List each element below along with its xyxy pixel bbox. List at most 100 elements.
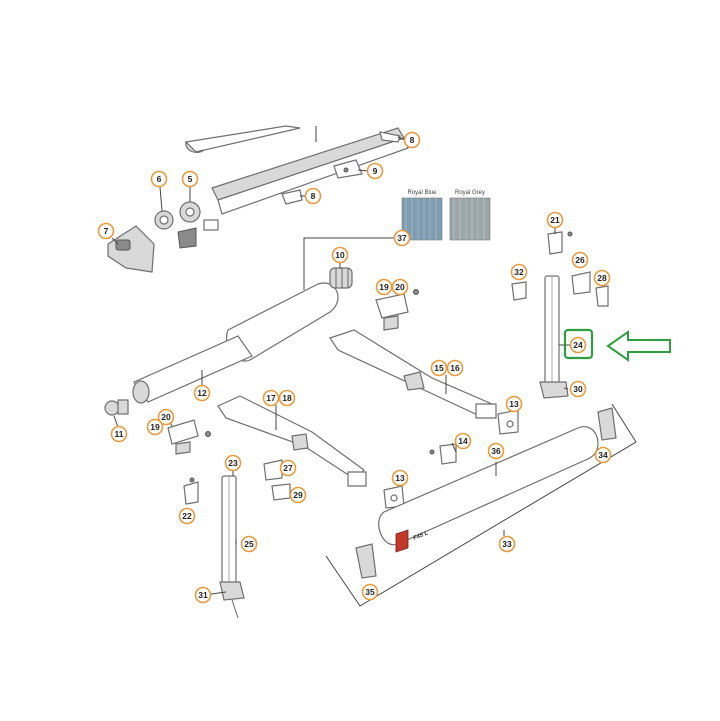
hinge-19-20-lower [167, 419, 211, 455]
svg-text:14: 14 [458, 436, 468, 446]
callout-37: 37 [393, 229, 411, 247]
svg-text:8: 8 [311, 191, 316, 201]
swatch-label-royal-grey: Royal Grey [455, 190, 485, 196]
svg-text:13: 13 [395, 473, 405, 483]
callout-16: 16 [446, 359, 464, 377]
callout-21: 21 [546, 211, 564, 229]
callout-13-upper: 13 [505, 395, 523, 413]
bracket-27 [263, 459, 283, 481]
leader-37 [303, 237, 394, 290]
svg-text:30: 30 [573, 384, 583, 394]
svg-text:28: 28 [597, 273, 607, 283]
svg-text:37: 37 [397, 233, 407, 243]
swatch-royal-grey [449, 197, 491, 241]
callout-35: 35 [361, 583, 379, 601]
svg-text:22: 22 [182, 511, 192, 521]
clip-32 [511, 281, 527, 301]
svg-text:25: 25 [244, 539, 254, 549]
callout-23: 23 [224, 454, 242, 472]
svg-text:15: 15 [434, 363, 444, 373]
callout-30: 30 [569, 380, 587, 398]
svg-text:9: 9 [373, 166, 378, 176]
callout-28: 28 [593, 269, 611, 287]
leg-left [219, 475, 245, 619]
callout-15: 15 [430, 359, 448, 377]
svg-text:18: 18 [282, 393, 292, 403]
bracket-8-top [379, 131, 401, 143]
swatch-royal-blue [401, 197, 443, 241]
leg-right [539, 275, 569, 399]
bracket-29 [271, 483, 291, 501]
svg-text:13: 13 [509, 399, 519, 409]
brand-logo-text: F45 L [413, 530, 430, 542]
leg-top-21 [547, 231, 573, 255]
bracket-13-upper [497, 409, 519, 435]
svg-text:31: 31 [198, 590, 208, 600]
end-cap-34 [597, 407, 617, 441]
svg-text:32: 32 [514, 267, 524, 277]
callout-22: 22 [178, 507, 196, 525]
svg-text:34: 34 [598, 450, 608, 460]
callout-17: 17 [262, 389, 280, 407]
callout-19-upper: 19 [375, 278, 393, 296]
callouts: 8 9 8 6 5 7 37 10 19 20 12 11 20 19 17 1… [97, 131, 612, 604]
end-cap-35 [355, 543, 377, 579]
clip-28 [595, 285, 609, 307]
callout-6: 6 [150, 170, 168, 188]
callout-13-lower: 13 [391, 469, 409, 487]
callout-9: 9 [366, 162, 384, 180]
callout-7: 7 [97, 222, 115, 240]
gear-5 [177, 201, 219, 249]
svg-text:6: 6 [157, 174, 162, 184]
bracket-22 [183, 477, 199, 505]
svg-text:7: 7 [104, 226, 109, 236]
callout-33: 33 [498, 535, 516, 553]
svg-text:20: 20 [395, 282, 405, 292]
svg-text:27: 27 [283, 463, 293, 473]
callout-20-upper: 20 [391, 278, 409, 296]
callout-5: 5 [181, 170, 199, 188]
callout-18: 18 [278, 389, 296, 407]
callout-8-top: 8 [403, 131, 421, 149]
svg-text:16: 16 [450, 363, 460, 373]
cover-outline-33 [325, 403, 637, 607]
arm-15-16 [329, 329, 497, 419]
svg-text:24: 24 [573, 340, 583, 350]
end-cap-7 [107, 225, 155, 273]
svg-text:10: 10 [335, 250, 345, 260]
hinge-19-20-upper [375, 289, 419, 331]
callout-12: 12 [193, 384, 211, 402]
callout-10: 10 [331, 246, 349, 264]
callout-19-lower: 19 [146, 418, 164, 436]
fabric-swatches: Royal Blue Royal Grey [401, 190, 491, 241]
spring-10 [329, 267, 353, 289]
svg-text:12: 12 [197, 388, 207, 398]
bracket-9 [333, 159, 363, 179]
callout-11: 11 [110, 425, 128, 443]
front-cover-36: F45 L [378, 426, 599, 553]
svg-text:17: 17 [266, 393, 276, 403]
svg-text:29: 29 [293, 490, 303, 500]
svg-text:11: 11 [115, 429, 124, 439]
bracket-8-bottom [281, 189, 303, 205]
clip-26 [571, 271, 591, 295]
callout-20-lower: 20 [157, 408, 175, 426]
swatch-label-royal-blue: Royal Blue [407, 190, 437, 196]
svg-text:19: 19 [379, 282, 389, 292]
svg-text:5: 5 [188, 174, 193, 184]
callout-24: 24 [569, 336, 587, 354]
bracket-14 [429, 443, 457, 465]
svg-text:35: 35 [365, 587, 375, 597]
callout-29: 29 [289, 486, 307, 504]
roller-tube-12 [132, 335, 253, 404]
callout-34: 34 [594, 446, 612, 464]
gear-6 [154, 210, 174, 230]
callout-26: 26 [571, 251, 589, 269]
svg-text:33: 33 [502, 539, 512, 549]
callout-32: 32 [510, 263, 528, 281]
callout-27: 27 [279, 459, 297, 477]
end-plug-11 [104, 399, 129, 416]
callout-36: 36 [487, 442, 505, 460]
